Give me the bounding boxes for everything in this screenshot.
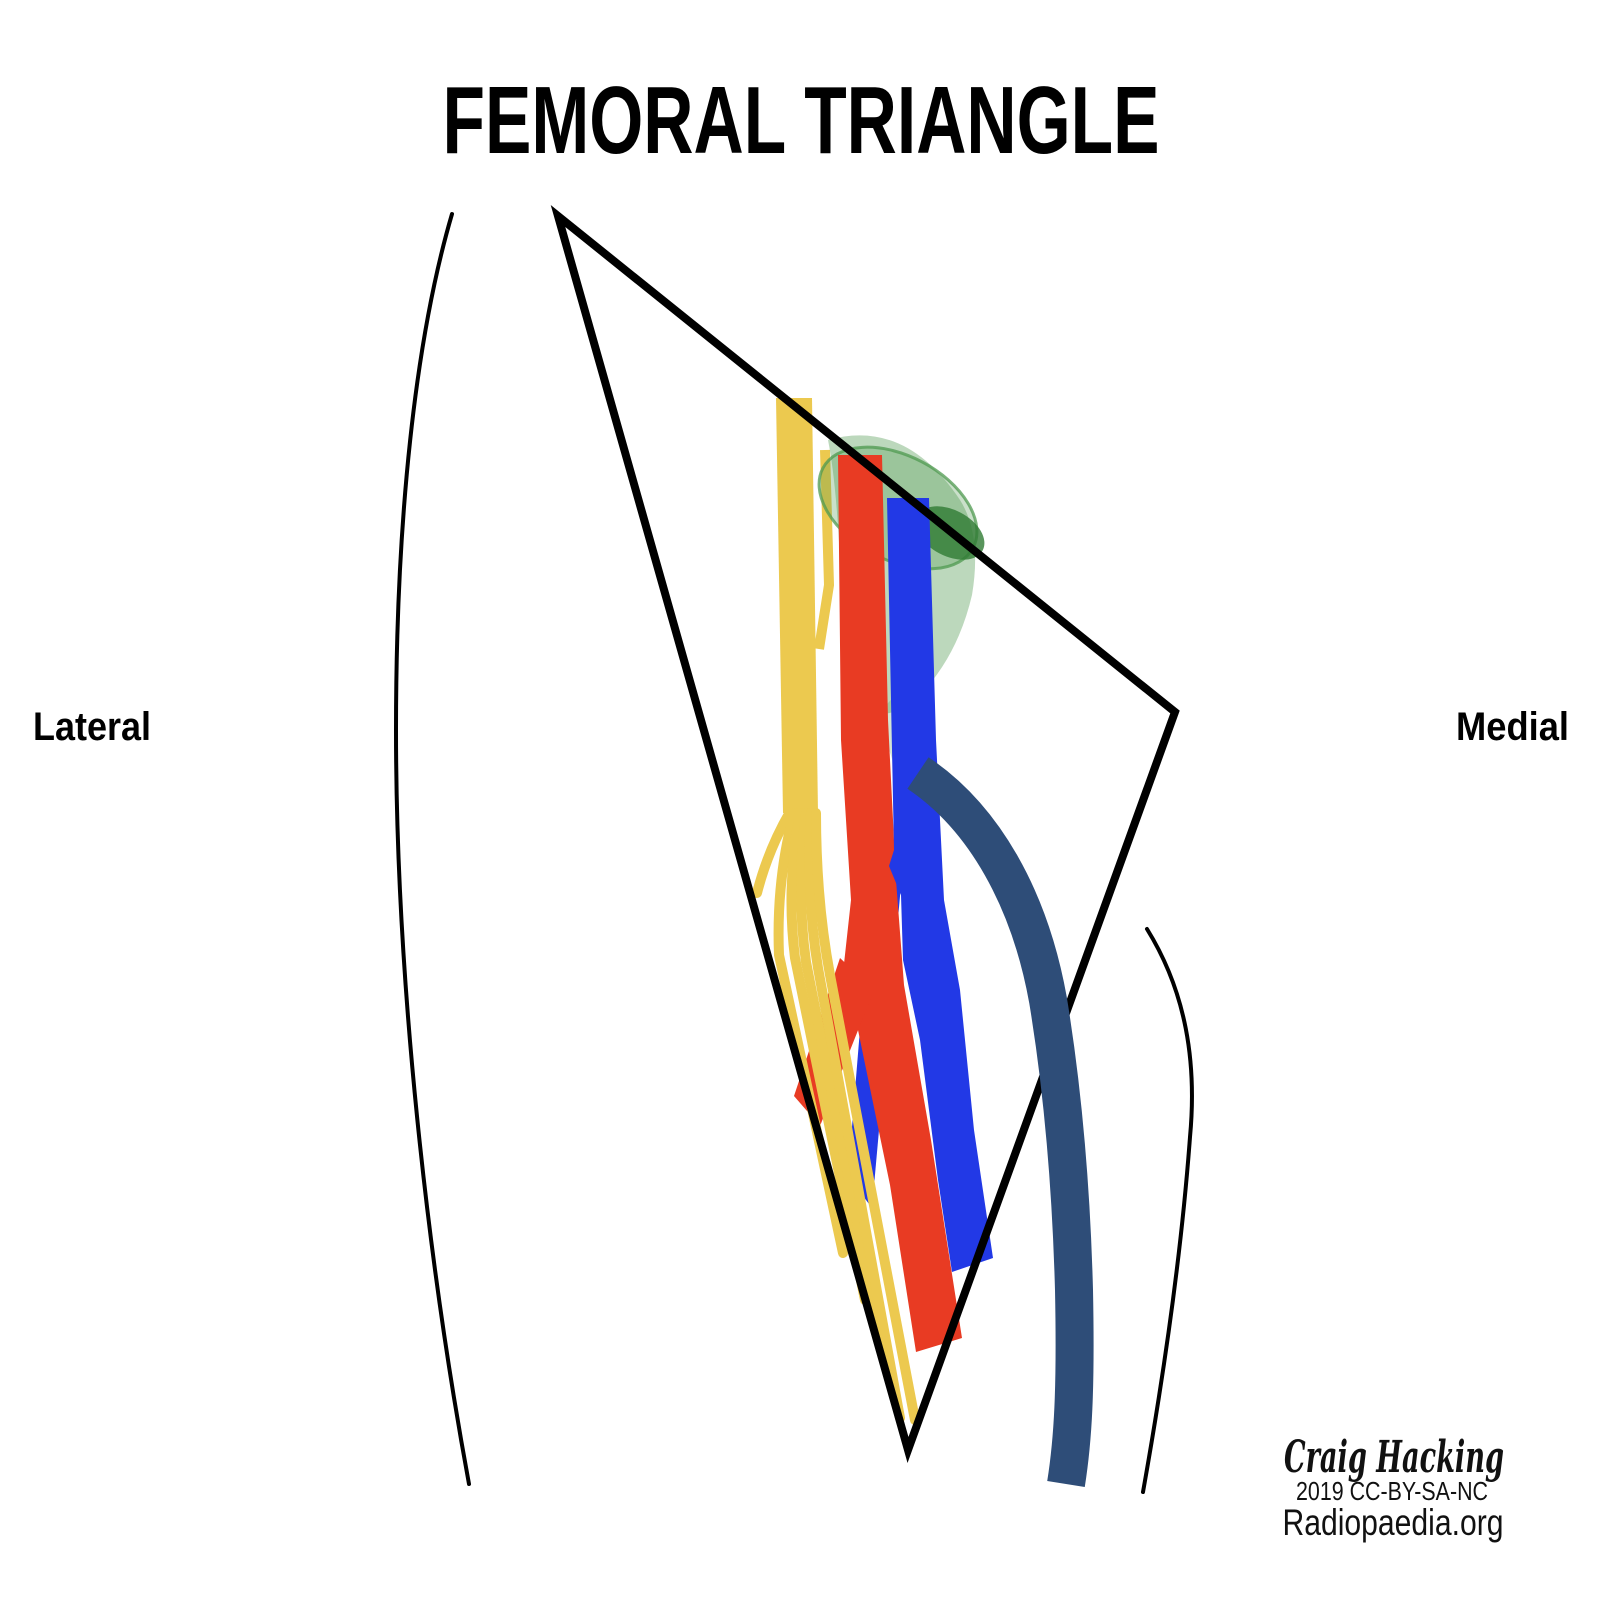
great-saphenous-vein <box>907 757 1094 1487</box>
nerve-branch-4 <box>804 808 905 1423</box>
femoral-nerve-twig <box>814 449 835 650</box>
nerve-branch-5 <box>811 808 920 1425</box>
label-lateral: Lateral <box>33 705 151 749</box>
body-outline-lateral <box>393 212 471 1486</box>
label-medial: Medial <box>1456 705 1569 749</box>
nerve-branch-1 <box>773 808 848 1258</box>
attribution-block: Craig Hacking 2019 CC-BY-SA-NC Radiopaed… <box>1283 1432 1505 1543</box>
femoral-nerve-group <box>776 398 835 813</box>
femoral-nerve-trunk <box>776 398 818 813</box>
license-text: 2019 CC-BY-SA-NC <box>1296 1476 1488 1506</box>
body-outline-medial <box>1141 927 1194 1494</box>
page-title: FEMORAL TRIANGLE <box>443 67 1160 174</box>
nerve-branch-3 <box>796 808 889 1363</box>
femoral-artery <box>838 455 962 1352</box>
body-outline-group <box>393 212 1194 1494</box>
site-name: Radiopaedia.org <box>1283 1502 1504 1543</box>
nerve-branch-lateral <box>752 807 795 898</box>
nerve-branch-2 <box>786 808 870 1305</box>
author-signature: Craig Hacking <box>1284 1432 1504 1483</box>
femoral-vein <box>887 498 993 1272</box>
femoral-nerve-branches <box>752 807 920 1425</box>
